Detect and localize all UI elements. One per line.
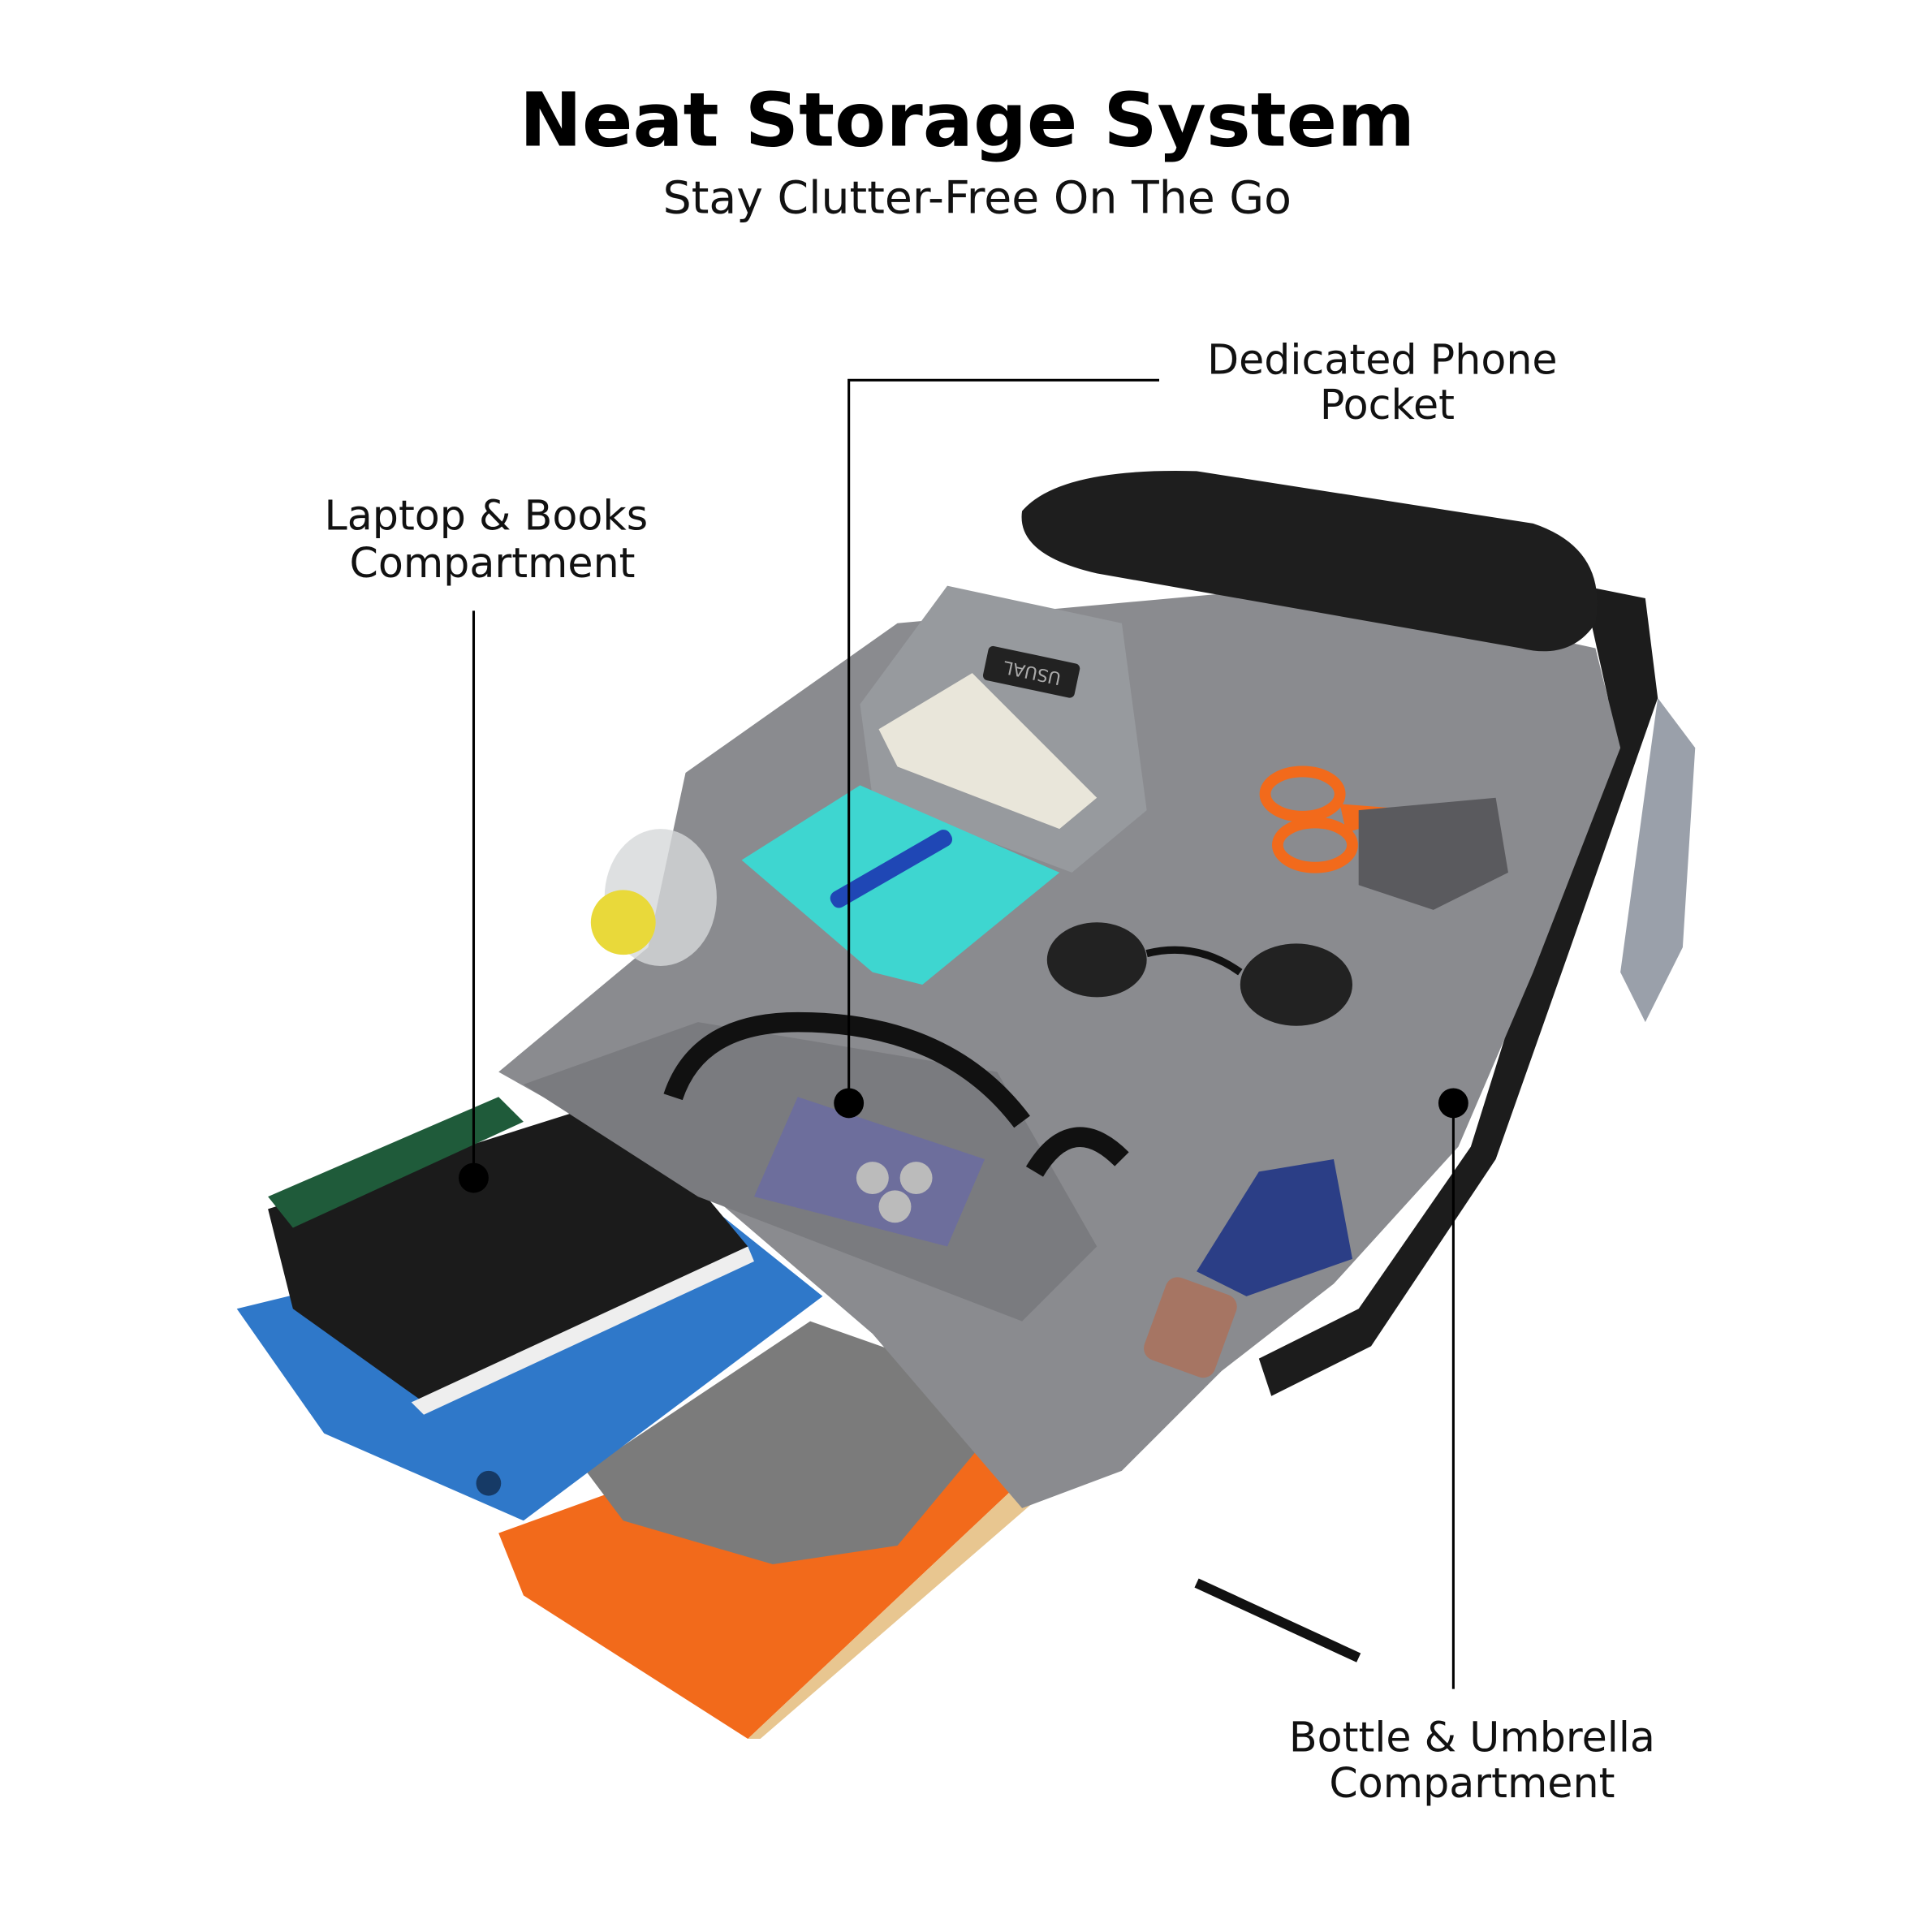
page-subtitle: Stay Clutter-Free On The Go xyxy=(663,173,1292,225)
callout-dot xyxy=(834,1088,865,1119)
laptop-sleeve xyxy=(585,1321,1023,1565)
shoulder-strap xyxy=(1258,585,1658,1396)
callout-label: Compartment xyxy=(1329,1759,1615,1807)
callout-dot xyxy=(459,1162,489,1193)
callout-laptop-compartment: Laptop & Books Compartment xyxy=(325,492,649,1193)
callout-bottle-umbrella: Bottle & Umbrella Compartment xyxy=(1289,1088,1655,1807)
padded-back-panel xyxy=(1021,471,1598,652)
backpack-illustration: USUAL xyxy=(236,471,1696,1739)
bag-body xyxy=(498,585,1621,1508)
teal-notebook xyxy=(741,785,1060,985)
page-title: Neat Storage System xyxy=(520,76,1415,164)
sunglasses xyxy=(1046,922,1352,1026)
flask xyxy=(1144,1277,1237,1378)
green-notebook xyxy=(268,1097,524,1228)
pen xyxy=(830,830,953,908)
callout-label: Dedicated Phone xyxy=(1207,336,1558,384)
carry-handle xyxy=(663,1011,1030,1128)
umbrella xyxy=(1197,1159,1352,1296)
callout-phone-pocket: Dedicated Phone Pocket xyxy=(834,336,1558,1119)
callout-label: Pocket xyxy=(1320,381,1455,429)
callout-label: Bottle & Umbrella xyxy=(1289,1713,1655,1761)
callout-dot xyxy=(1438,1088,1468,1119)
callout-label: Compartment xyxy=(349,539,635,587)
callout-label: Laptop & Books xyxy=(325,492,649,540)
leader-line xyxy=(847,378,1159,1103)
